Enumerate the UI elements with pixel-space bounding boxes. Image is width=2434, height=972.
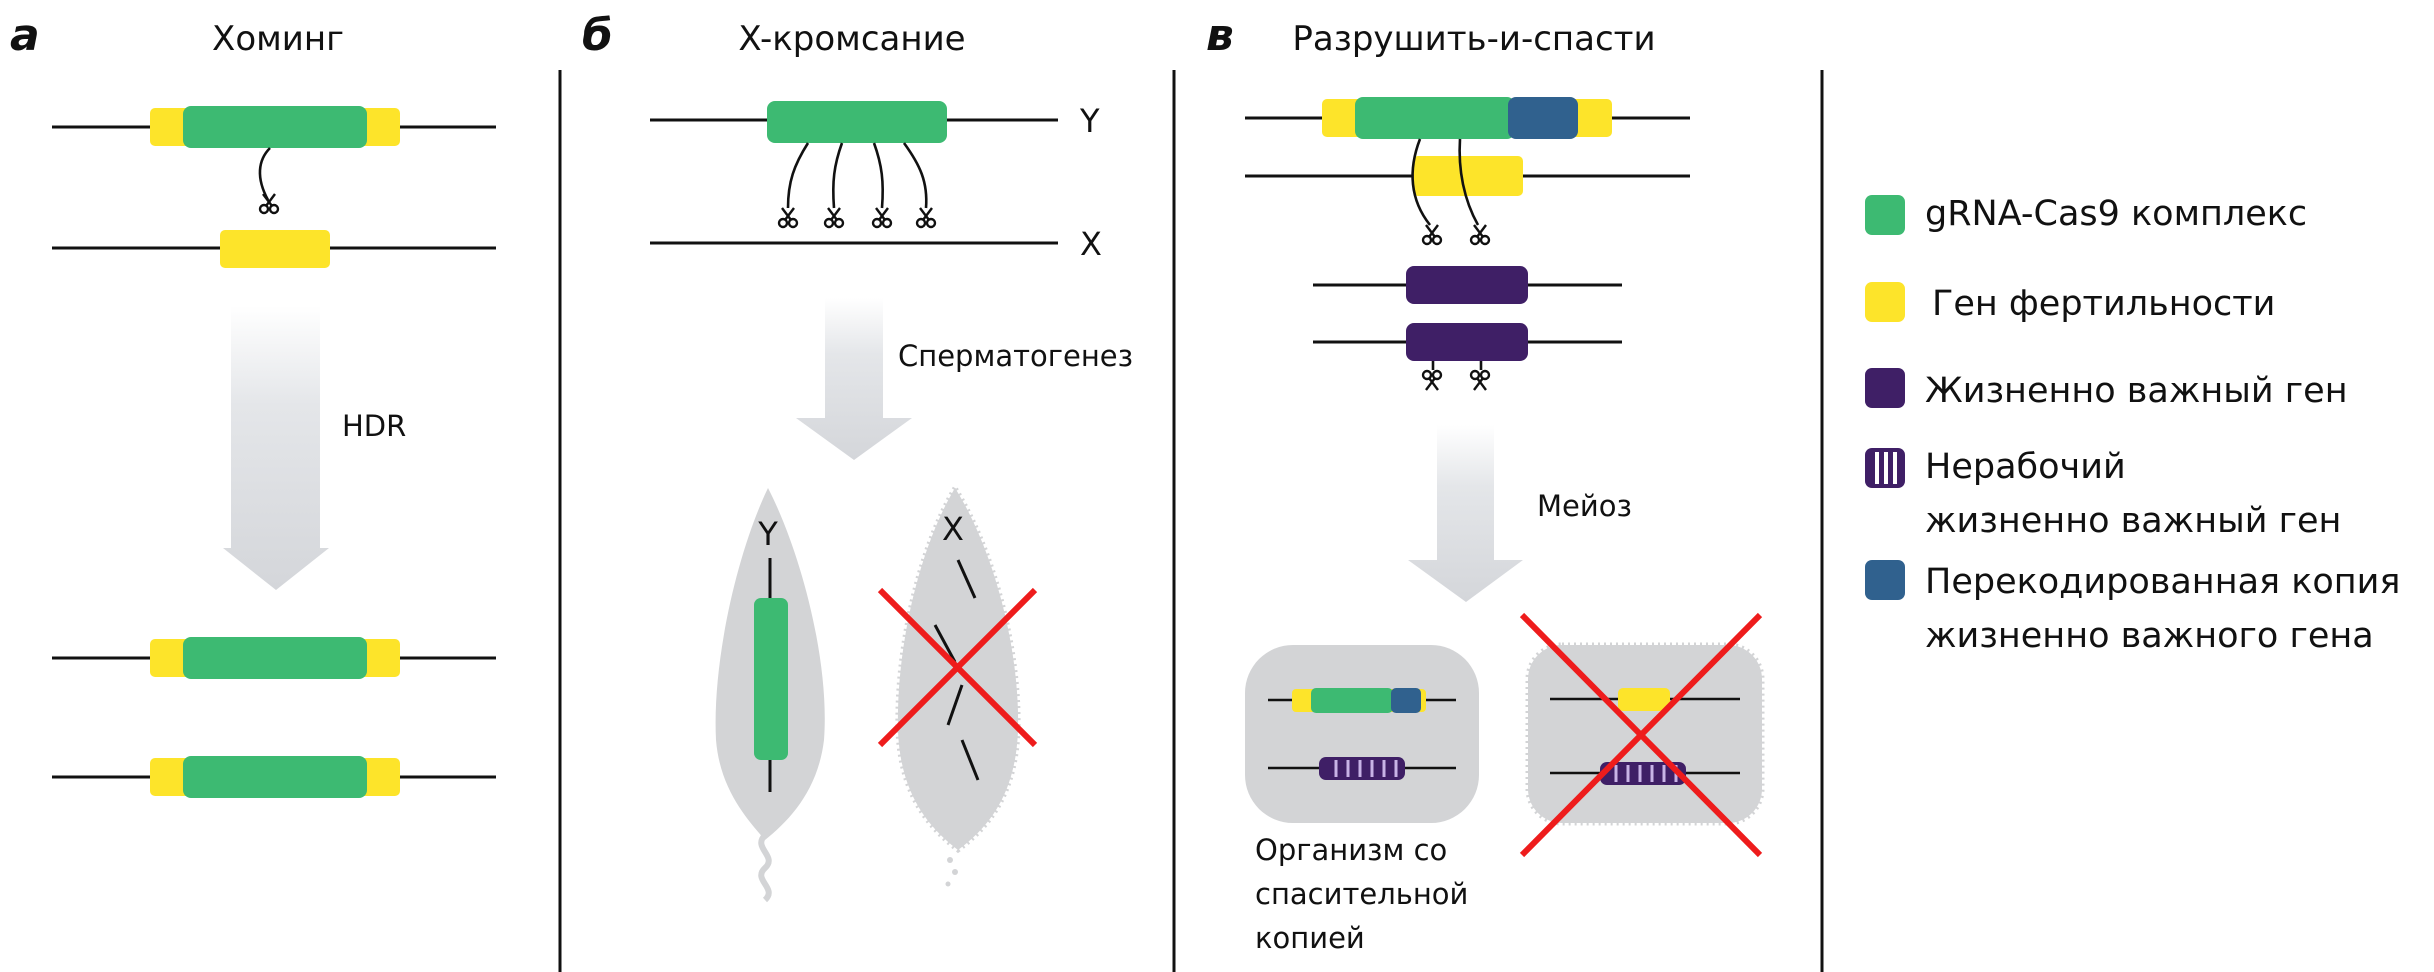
legend-item-1-line-1: gRNA-Cas9 комплекс xyxy=(1925,194,2307,234)
panel-b-x-sperm-fragment-2 xyxy=(952,869,958,875)
panel-c-destroyed-fertility-gene xyxy=(1618,688,1670,711)
panel-c-scissors-icon-4 xyxy=(1469,369,1491,392)
panel-b-scissors-icon-4 xyxy=(915,206,937,229)
panel-a-cas9-complex-4 xyxy=(183,756,367,798)
panel-b-down-arrow xyxy=(796,298,912,460)
panel-c: в Разрушить-и-спасти Мейоз xyxy=(1206,10,1765,955)
panel-c-cross-line-2 xyxy=(1519,612,1763,858)
panel-a: а Хоминг HDR xyxy=(10,10,496,798)
yellow-square-icon xyxy=(1865,282,1905,322)
panel-c-fertility-gene-2 xyxy=(1413,156,1523,196)
panel-a-cas9-complex-3 xyxy=(183,637,367,679)
panel-b-y-label: Y xyxy=(1079,102,1100,140)
panel-b-guide-strand-1 xyxy=(786,142,810,209)
panel-a-down-arrow xyxy=(223,306,329,590)
panel-c-arrow-label: Мейоз xyxy=(1537,489,1632,523)
panel-c-scissors-icon-2 xyxy=(1469,223,1491,246)
panel-b-cross-line-2 xyxy=(877,587,1038,748)
panel-b-scissors-icon-3 xyxy=(871,206,893,229)
panel-b-x-sperm-fragment-1 xyxy=(947,857,953,863)
panel-b-y-sperm-label: Y xyxy=(757,515,778,553)
panel-c-recoded-copy xyxy=(1508,97,1578,139)
legend-item-4-line-2: жизненно важный ген xyxy=(1925,501,2341,541)
panel-c-rescued-broken-gene-stripes xyxy=(1334,760,1398,777)
panel-c-guide-strand-1 xyxy=(1411,138,1432,226)
panel-b-arrow-label: Сперматогенез xyxy=(898,339,1133,373)
panel-c-caption-line-2: спасительной xyxy=(1255,877,1468,911)
panel-a-guide-strand xyxy=(258,147,271,201)
blue-square-icon xyxy=(1865,560,1905,600)
panel-b-letter: б xyxy=(582,10,613,61)
panel-b-x-sperm-label: X xyxy=(942,510,964,548)
legend-item-5-line-2: жизненно важного гена xyxy=(1925,616,2374,656)
panel-c-rescued-recoded-copy xyxy=(1391,688,1421,713)
panel-c-rescued-cell xyxy=(1245,645,1479,823)
legend: gRNA-Cas9 комплекс Ген фертильности Жизн… xyxy=(1865,194,2400,656)
panel-b-title: X-кромсание xyxy=(738,19,965,59)
panel-c-vital-gene-2 xyxy=(1406,323,1528,361)
panel-c-rescued-cas9 xyxy=(1311,688,1393,713)
panel-b-y-sperm-tail xyxy=(758,832,772,903)
panel-b-x-label: X xyxy=(1080,225,1102,263)
legend-item-2-line-1: Ген фертильности xyxy=(1932,284,2275,324)
panel-b-y-sperm-cas9 xyxy=(754,598,788,760)
panel-c-vital-gene-1 xyxy=(1406,266,1528,304)
panel-a-cas9-complex-1 xyxy=(183,106,367,148)
panel-b-x-fragment-1 xyxy=(956,559,977,599)
panel-c-down-arrow xyxy=(1408,425,1523,602)
panel-a-arrow-label: HDR xyxy=(342,409,406,443)
panel-c-scissors-icon-1 xyxy=(1421,223,1443,246)
panel-b-x-fragment-3 xyxy=(946,684,964,726)
legend-item-5-line-1: Перекодированная копия xyxy=(1925,562,2400,602)
legend-item-3-line-1: Жизненно важный ген xyxy=(1925,371,2348,411)
panel-b-x-fragment-4 xyxy=(960,739,980,781)
panel-c-caption-line-1: Организм со xyxy=(1255,833,1447,867)
panel-c-scissors-icon-3 xyxy=(1421,369,1443,392)
panel-b-guide-strand-3 xyxy=(872,142,885,209)
panel-a-scissors-icon xyxy=(258,192,280,215)
panel-b-cas9-complex xyxy=(767,101,947,143)
panel-a-letter: а xyxy=(10,10,40,61)
panel-b-scissors-icon-1 xyxy=(777,206,799,229)
panel-c-letter: в xyxy=(1206,10,1234,61)
panel-c-rescued-broken-gene xyxy=(1319,757,1405,780)
green-square-icon xyxy=(1865,195,1905,235)
panel-b-x-sperm-fragment-3 xyxy=(945,881,951,887)
panel-a-title: Хоминг xyxy=(212,19,344,59)
panel-c-caption-line-3: копией xyxy=(1255,921,1365,955)
panel-b-guide-strand-4 xyxy=(902,142,928,209)
panel-c-cas9-complex xyxy=(1355,97,1515,139)
striped-purple-square-icon-stripes xyxy=(1875,452,1897,484)
panel-b-scissors-icon-2 xyxy=(823,206,845,229)
panel-b-guide-strand-2 xyxy=(831,142,844,209)
panel-c-title: Разрушить-и-спасти xyxy=(1292,19,1655,59)
panel-c-guide-strand-2 xyxy=(1458,138,1480,226)
panel-b: б X-кромсание Y X Сперматогенез Y X xyxy=(582,10,1133,903)
panel-b-x-fragment-2 xyxy=(933,624,957,663)
purple-square-icon xyxy=(1865,368,1905,408)
legend-item-4-line-1: Нерабочий xyxy=(1925,447,2126,487)
panel-a-fertility-gene-2 xyxy=(220,230,330,268)
